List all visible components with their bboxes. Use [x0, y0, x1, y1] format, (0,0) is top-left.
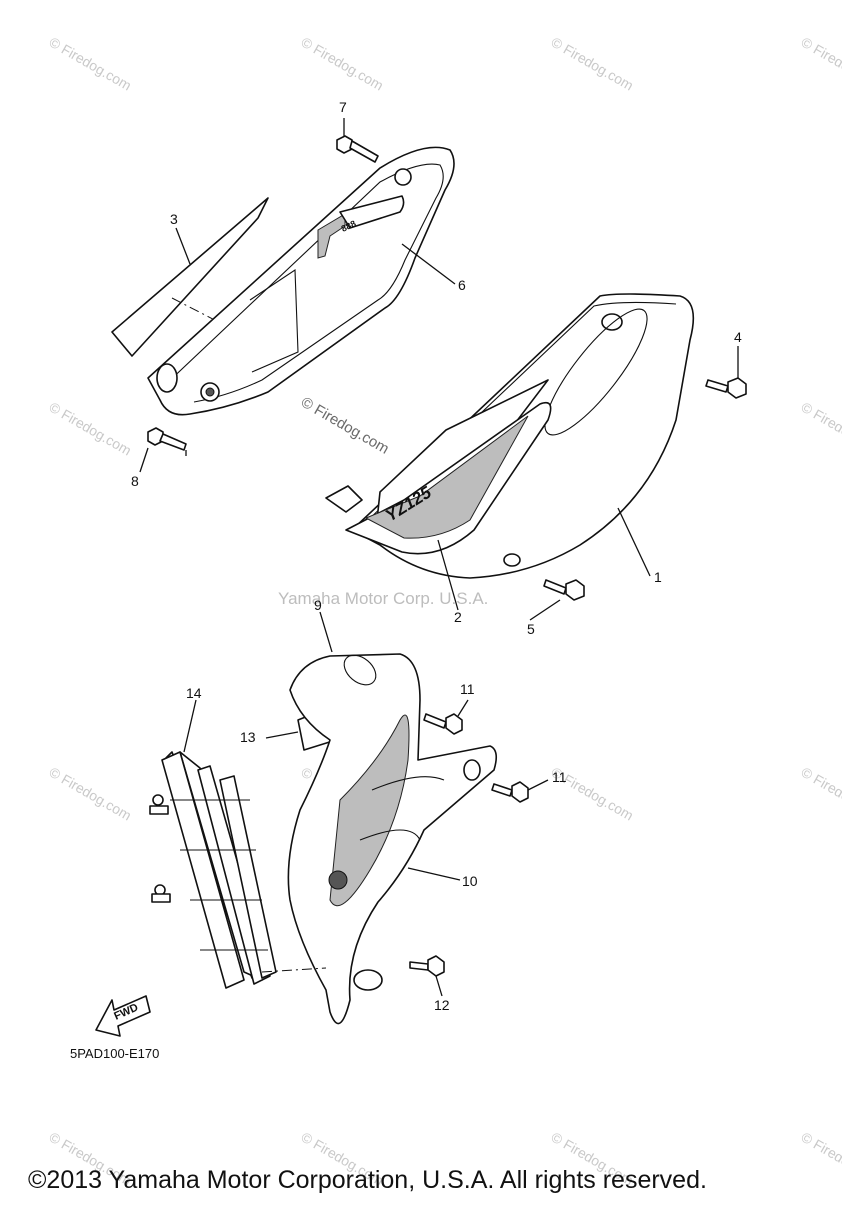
part-5-bolt — [544, 580, 584, 600]
diagram-code: 5PAD100-E170 — [70, 1046, 159, 1061]
part-12-bolt — [410, 956, 444, 976]
callout-12: 12 — [434, 997, 450, 1013]
callout-5: 5 — [527, 621, 535, 637]
callout-2: 2 — [454, 609, 462, 625]
firedog-watermark: © Firedog.com — [799, 399, 842, 459]
callout-7: 7 — [339, 99, 347, 115]
part-7-bolt — [337, 136, 378, 162]
callout-11: 11 — [460, 681, 475, 697]
callout-9: 9 — [314, 597, 322, 613]
callout-6: 6 — [458, 277, 466, 293]
callout-13: 13 — [240, 729, 256, 745]
firedog-watermark-main: © Firedog.com — [298, 394, 392, 458]
firedog-watermark: © Firedog.com — [799, 34, 842, 94]
callout-4: 4 — [734, 329, 742, 345]
fwd-arrow-icon: FWD — [96, 996, 150, 1036]
callout-14: 14 — [186, 685, 202, 701]
part-11-bolt-upper — [424, 714, 462, 734]
copyright-footer: ©2013 Yamaha Motor Corporation, U.S.A. A… — [28, 1166, 707, 1194]
firedog-watermark: © Firedog.com — [799, 764, 842, 824]
callout-10: 10 — [462, 873, 478, 889]
firedog-watermark: © Firedog.com — [799, 1129, 842, 1189]
firedog-watermark: © Firedog.com — [549, 34, 637, 94]
watermark-grid: © Firedog.com © Firedog.com © Firedog.co… — [47, 34, 842, 1189]
callout-3: 3 — [170, 211, 178, 227]
firedog-watermark: © Firedog.com — [47, 34, 135, 94]
callout-11: 11 — [552, 769, 567, 785]
firedog-watermark: © Firedog.com — [47, 764, 135, 824]
part-11-bolt-right — [492, 782, 528, 802]
firedog-watermark: © Firedog.com — [299, 34, 387, 94]
callout-1: 1 — [654, 569, 662, 585]
part-8-bolt — [148, 428, 186, 450]
callout-8: 8 — [131, 473, 139, 489]
part-14-radiator-guard — [150, 752, 276, 988]
firedog-watermark: © Firedog.com — [47, 399, 135, 459]
part-4-bolt — [706, 378, 746, 398]
